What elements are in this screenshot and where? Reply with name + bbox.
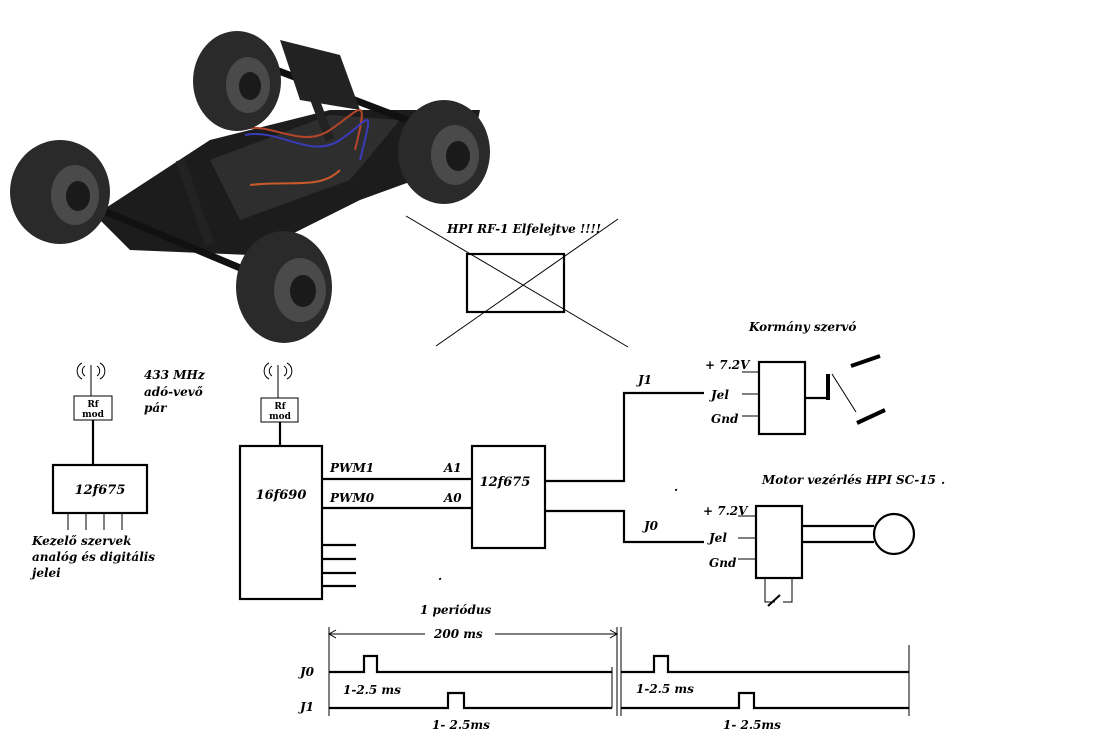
period-value: 200 ms — [433, 627, 483, 641]
motor-title: Motor vezérlés HPI SC-15 — [761, 473, 936, 487]
crossed-out-receiver: HPI RF-1 Elfelejtve !!!! — [405, 215, 629, 348]
j1-trace-1 — [329, 691, 612, 710]
antenna-icon — [76, 362, 106, 396]
svg-text:Gnd: Gnd — [709, 556, 737, 570]
cross-line-1 — [405, 215, 629, 348]
j1-trace-2 — [621, 691, 909, 710]
svg-text:1-2.5 ms: 1-2.5 ms — [636, 682, 694, 696]
svg-text:PWM1: PWM1 — [329, 461, 374, 475]
motor-icon — [872, 512, 916, 556]
rf1-box — [465, 252, 566, 314]
timing-j1-label: J1 — [298, 700, 314, 714]
servo-title: Kormány szervó — [748, 320, 856, 334]
j1-wire — [545, 391, 704, 483]
svg-text:+ 7.2V: + 7.2V — [705, 358, 751, 372]
svg-text:PWM0: PWM0 — [329, 491, 375, 505]
tx-chip — [51, 463, 149, 515]
svg-text:.: . — [674, 480, 678, 494]
svg-text:adó-vevő: adó-vevő — [144, 385, 203, 399]
svg-text:+ 7.2V: + 7.2V — [703, 504, 749, 518]
svg-text:jelei: jelei — [30, 566, 61, 580]
svg-text:.: . — [438, 569, 442, 583]
svg-text:Rf: Rf — [274, 402, 286, 412]
svg-text:A0: A0 — [443, 491, 462, 505]
j0-trace-1 — [329, 654, 612, 674]
timing-diagram: 1 periódus 200 ms J0 1-2.5 ms 1-2.5 ms J… — [298, 603, 910, 732]
svg-text:analóg és digitális: analóg és digitális — [32, 550, 155, 564]
transmitter: Rf mod 12f675 433 MHz adó-vevő pár Kezel… — [30, 362, 206, 580]
period-label: 1 periódus — [420, 603, 492, 617]
svg-text:Rf: Rf — [87, 400, 99, 410]
servo-horn-icon — [805, 354, 886, 425]
svg-text:Jel: Jel — [709, 388, 729, 402]
freq-label: 433 MHz — [144, 368, 206, 382]
j0-trace-2 — [621, 654, 909, 674]
servo-chip — [470, 444, 547, 550]
rf1-label: HPI RF-1 Elfelejtve !!!! — [446, 222, 601, 236]
tx-chip-label: 12f675 — [75, 483, 126, 498]
rc-car-photo — [10, 31, 490, 343]
main-chip — [238, 444, 324, 601]
switch-icon — [764, 578, 793, 607]
svg-text:J0: J0 — [642, 519, 659, 533]
svg-text:Jel: Jel — [707, 531, 727, 545]
servo-chip-label: 12f675 — [480, 475, 531, 490]
svg-text:A1: A1 — [443, 461, 462, 475]
timing-j0-label: J0 — [298, 665, 315, 679]
svg-text:mod: mod — [269, 412, 292, 422]
j0-wire — [545, 509, 704, 544]
svg-text:1- 2.5ms: 1- 2.5ms — [432, 718, 490, 732]
antenna-icon — [263, 362, 293, 398]
cross-line-2 — [435, 218, 619, 347]
receiver: Rf mod 16f690 PWM1 PWM0 A1 A0 12f675 J1 … — [238, 362, 704, 601]
svg-text:.: . — [941, 473, 945, 487]
inputs-label-1: Kezelő szervek — [31, 534, 131, 548]
svg-text:pár: pár — [144, 401, 168, 415]
svg-text:1- 2.5ms: 1- 2.5ms — [723, 718, 781, 732]
servo-body — [757, 360, 807, 436]
svg-text:mod: mod — [82, 410, 105, 420]
svg-text:J1: J1 — [636, 373, 652, 387]
svg-text:1-2.5 ms: 1-2.5 ms — [343, 683, 401, 697]
motor-controller: Motor vezérlés HPI SC-15 . + 7.2V Jel Gn… — [703, 473, 945, 607]
main-chip-label: 16f690 — [256, 488, 307, 503]
svg-text:Gnd: Gnd — [711, 412, 739, 426]
esc-body — [754, 504, 804, 580]
steering-servo: Kormány szervó + 7.2V Jel Gnd — [705, 320, 886, 436]
